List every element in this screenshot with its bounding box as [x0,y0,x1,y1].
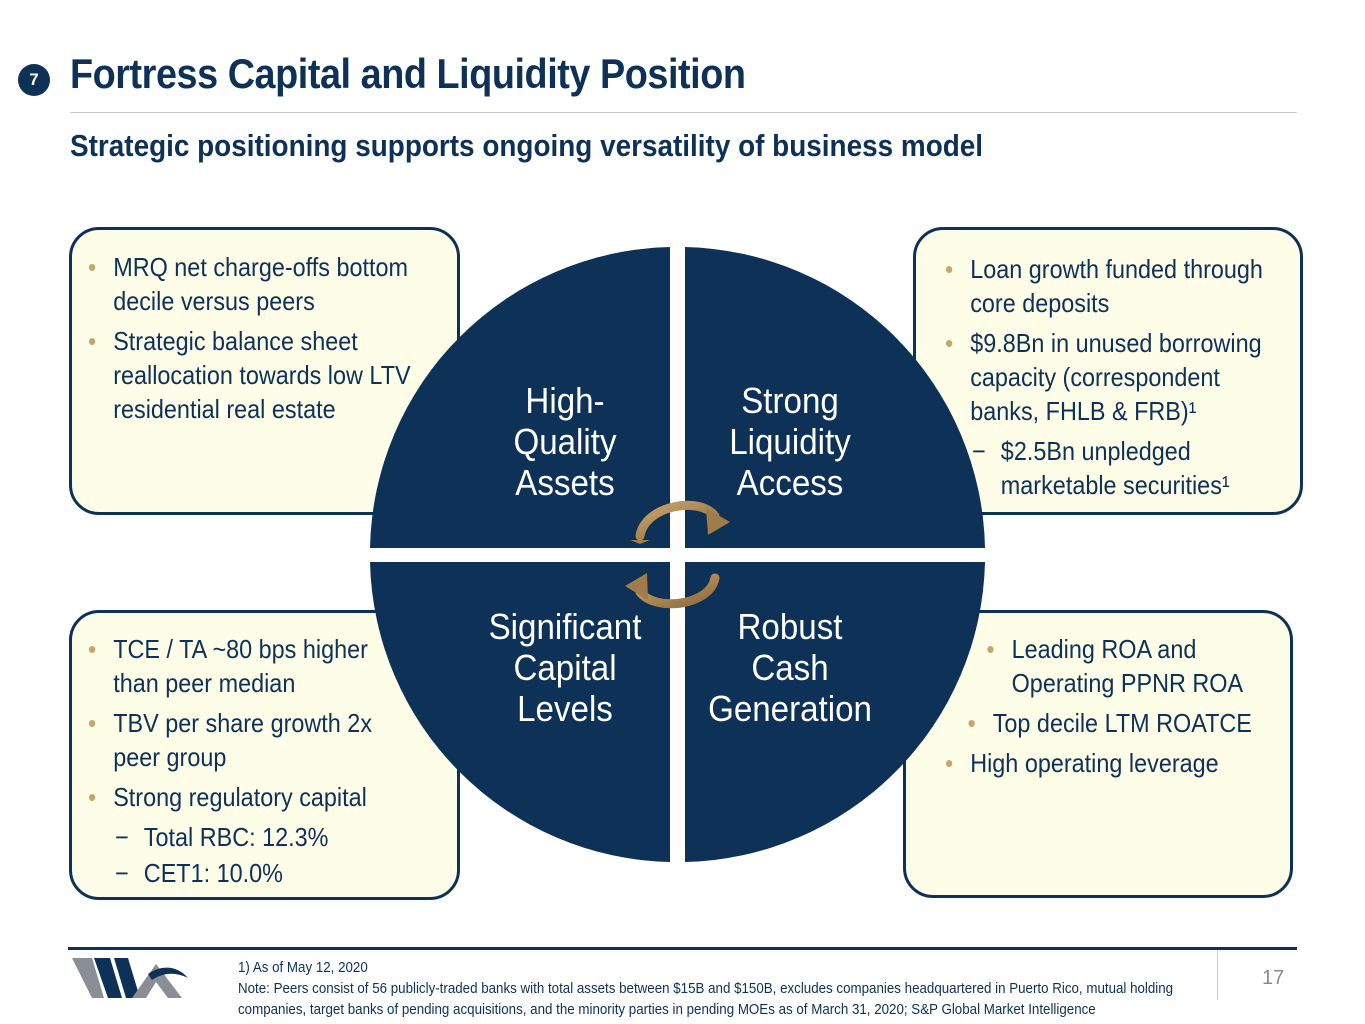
quadrant-top-left [370,247,670,548]
bullet-item: High operating leverage [945,746,1287,780]
quadrant-label-line: Capital [513,647,617,688]
bullets-bottom-left: TCE / TA ~80 bps higher than peer median… [88,632,385,892]
footnote-line: 1) As of May 12, 2020 [238,960,368,976]
bullet-item: Leading ROA and Operating PPNR ROA [986,632,1254,700]
footnote-line: Note: Peers consist of 56 publicly-trade… [238,981,1174,1018]
arrow-head-bottom-icon [625,573,648,600]
bullet-item: Strategic balance sheet reallocation tow… [88,324,430,426]
page-number: 17 [1262,967,1285,989]
quadrant-label-line: Significant [488,606,642,647]
page-title: Fortress Capital and Liquidity Position [70,50,746,97]
arrow-head-top-icon [706,508,730,535]
page-subtitle: Strategic positioning supports ongoing v… [70,128,984,163]
title-divider [70,112,1297,113]
quadrant-label-bottom-left: Significant Capital Levels [478,606,653,729]
sub-bullet-item: $2.5Bn unpledged marketable securities¹ [945,434,1287,502]
quadrant-top-right [685,247,985,548]
bullet-item: MRQ net charge-offs bottom decile versus… [88,250,430,318]
quadrant-label-line: Strong [741,380,839,421]
quadrant-bottom-right [685,562,985,862]
company-logo: WA [72,958,188,998]
quadrant-label-top-left: High- Quality Assets [491,380,638,503]
quadrant-label-line: Robust [737,606,843,647]
bullets-top-left: MRQ net charge-offs bottom decile versus… [88,250,430,432]
quadrant-label-bottom-right: Robust Cash Generation [698,606,882,729]
footer-divider [68,947,1297,950]
section-number-badge: 7 [18,64,50,96]
sub-bullet-item: Total RBC: 12.3% [88,820,385,854]
bullets-bottom-right: Leading ROA and Operating PPNR ROA Top d… [945,632,1287,786]
quadrant-label-line: Cash [751,647,829,688]
bullet-item: TCE / TA ~80 bps higher than peer median [88,632,385,700]
bullet-item: Strong regulatory capital [88,780,385,814]
quadrant-label-line: Levels [517,688,613,729]
quadrant-label-line: Liquidity [729,421,851,462]
quadrant-label-line: Access [736,462,844,503]
arrow-tail-top-icon [630,540,650,544]
footnote: 1) As of May 12, 2020 Note: Peers consis… [238,958,1213,1021]
bullet-item: TBV per share growth 2x peer group [88,706,385,774]
page-number-divider [1217,950,1218,1000]
bullet-item: Top decile LTM ROATCE [968,706,1288,740]
quadrant-bottom-left [370,562,670,862]
bullets-top-right: Loan growth funded through core deposits… [945,252,1287,504]
quadrant-label-top-right: Strong Liquidity Access [707,380,873,503]
bullet-item: Loan growth funded through core deposits [945,252,1287,320]
quadrant-label-line: Quality [513,421,617,462]
quadrant-label-line: High- [525,380,605,421]
sub-bullet-item: CET1: 10.0% [88,856,385,890]
quadrant-label-line: Assets [515,462,615,503]
quadrant-label-line: Generation [708,688,872,729]
bullet-item: $9.8Bn in unused borrowing capacity (cor… [945,326,1287,428]
